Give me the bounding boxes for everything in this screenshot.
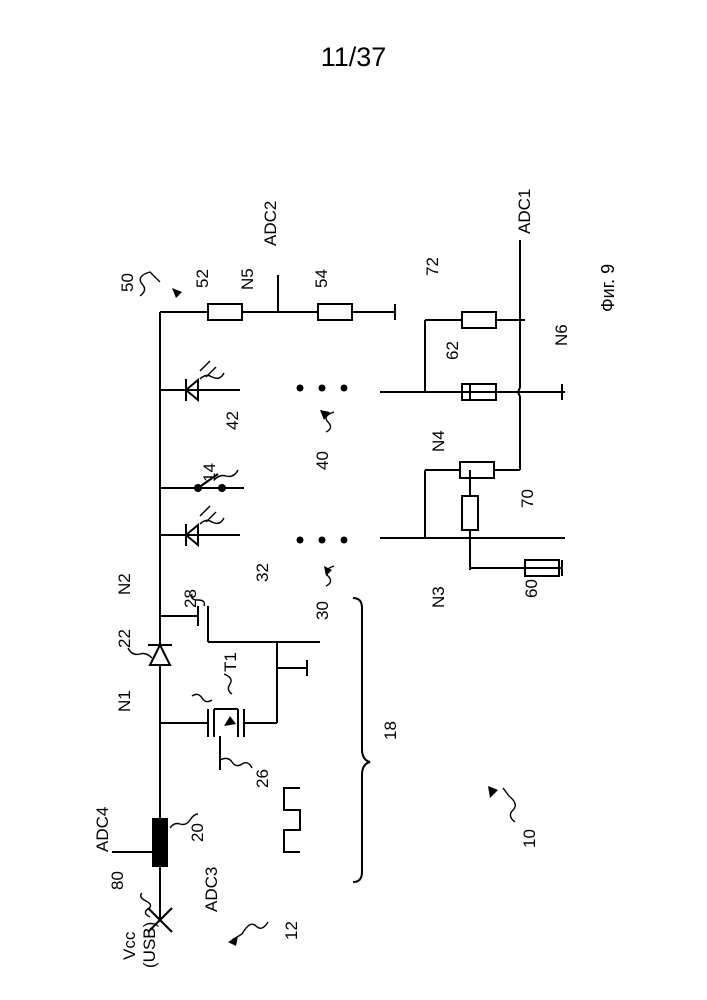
arrow-10-icon [503,788,515,822]
ref-42: 42 [223,411,242,430]
label-adc3: ADC3 [202,867,221,912]
brace-18 [353,598,370,882]
figure-caption: Фиг. 9 [598,264,618,312]
label-n3: N3 [429,586,448,608]
sense-network [380,240,565,576]
label-usb: (USB) [140,922,159,968]
ref-54: 54 [312,269,331,288]
ref-10: 10 [520,829,539,848]
led-42 [160,361,240,401]
ref-14: 14 [200,463,219,482]
ref-70: 70 [518,489,537,508]
arrowhead-10-icon [488,786,498,798]
arrow-50-icon [140,272,160,296]
pulse-waveform [284,788,300,852]
label-vcc: Vcc [120,931,139,960]
label-adc4: ADC4 [93,807,112,852]
arrow-t1-icon [224,674,232,694]
ref-32: 32 [253,563,272,582]
ref-30: 30 [313,601,332,620]
labels: Vcc (USB) ADC3 ADC4 80 20 N1 T1 26 22 N2 [93,189,618,968]
label-n6: N6 [552,324,571,346]
ref-72: 72 [423,257,442,276]
ref-62: 62 [443,341,462,360]
ref-20: 20 [188,823,207,842]
ref-40: 40 [313,451,332,470]
arrowhead-50-icon [172,288,182,298]
ref-80: 80 [108,871,127,890]
label-n4: N4 [429,430,448,452]
ellipsis-30 [297,537,348,544]
transistor-t1 [160,614,320,770]
ref-52: 52 [193,269,212,288]
label-n2: N2 [115,573,134,595]
label-adc1: ADC1 [515,189,534,234]
label-t1: T1 [221,652,240,672]
ref-50: 50 [118,273,137,292]
ref-12: 12 [282,921,301,940]
ref-28: 28 [181,589,200,608]
arrowhead-t1-icon [224,716,236,726]
rotated-drawing [112,240,565,932]
label-n1: N1 [115,690,134,712]
ellipsis-40 [297,385,348,392]
label-n5: N5 [238,268,257,290]
diode-22 [128,630,172,682]
ref-18: 18 [381,721,400,740]
ref-60: 60 [522,579,541,598]
label-adc2: ADC2 [261,201,280,246]
ref-26: 26 [253,769,272,788]
led-32 [160,506,240,546]
arrowhead-12-icon [228,936,238,946]
ref-22: 22 [115,629,134,648]
